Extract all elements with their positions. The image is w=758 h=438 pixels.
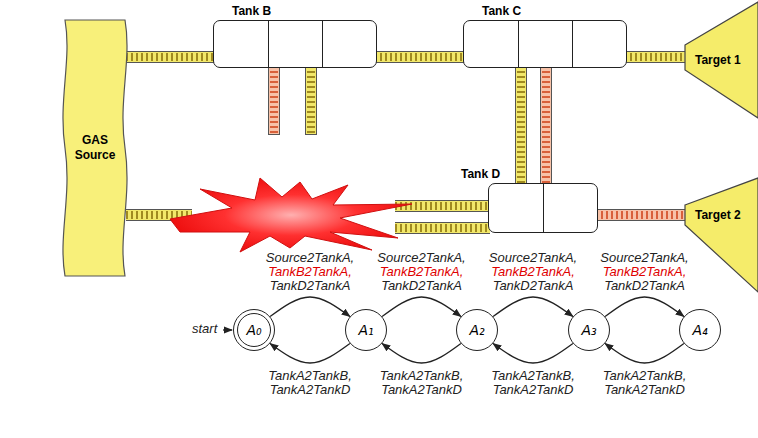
transition-arrow [605,297,684,317]
gas-pipe [375,57,465,58]
state-name: A₄ [692,322,707,338]
state-name: A₁ [358,322,373,338]
state-circle: A₄ [679,309,721,351]
gas-pipe [546,66,547,185]
transition-arrow [270,297,350,317]
transition-label: Source2TankA, TankB2TankA, TankD2TankA [598,251,690,293]
transition-label: Source2TankA, TankB2TankA, TankD2TankA [264,251,356,293]
gas-pipe [596,215,687,216]
transition-label: TankA2TankB, TankA2TankD [378,369,466,397]
state-name: A₀ [246,322,261,338]
tank-box: Tank C [463,20,627,68]
transition-label: Source2TankA, TankB2TankA, TankD2TankA [375,251,467,293]
tank-divider [322,21,323,67]
tank-divider [518,21,519,67]
transition-label: TankA2TankB, TankA2TankD [266,369,354,397]
transition-arrow [270,343,350,363]
part-label: GAS Source [70,133,120,163]
transition-arrow [493,297,573,317]
state-circle: A₀ [233,309,275,351]
state-name: A₃ [581,322,596,338]
tank-divider [268,21,269,67]
target-cone: Target 2 [685,178,758,292]
tank-divider [543,184,544,232]
transition-label: Source2TankA, TankB2TankA, TankD2TankA [487,251,579,293]
start-label: start [192,321,217,336]
transition-arrow [382,343,461,363]
part-label: Tank C [482,4,521,18]
part-label: Tank B [232,4,271,18]
explosion [170,178,412,252]
part-label: Target 1 [695,53,741,67]
state-circle: A₂ [456,309,498,351]
transition-label: TankA2TankB, TankA2TankD [601,369,689,397]
part-label: Tank D [461,167,500,181]
gas-pipe [521,66,522,185]
gas-pipe [126,57,215,58]
target-shape [685,178,758,292]
gas-source: GAS Source [62,20,128,276]
target-cone: Target 1 [685,2,758,118]
state-circle: A₁ [345,309,387,351]
start-arrow [223,329,232,330]
transition-arrow [493,343,573,363]
tank-box: Tank D [488,183,598,233]
transition-label: TankA2TankB, TankA2TankD [489,369,577,397]
transition-arrow [605,343,684,363]
state-circle: A₃ [568,309,610,351]
state-name: A₂ [469,322,484,338]
gas-pipe [625,57,687,58]
part-label: Target 2 [695,208,741,222]
tank-divider [572,21,573,67]
tank-box: Tank B [213,20,377,68]
transition-arrow [382,297,461,317]
